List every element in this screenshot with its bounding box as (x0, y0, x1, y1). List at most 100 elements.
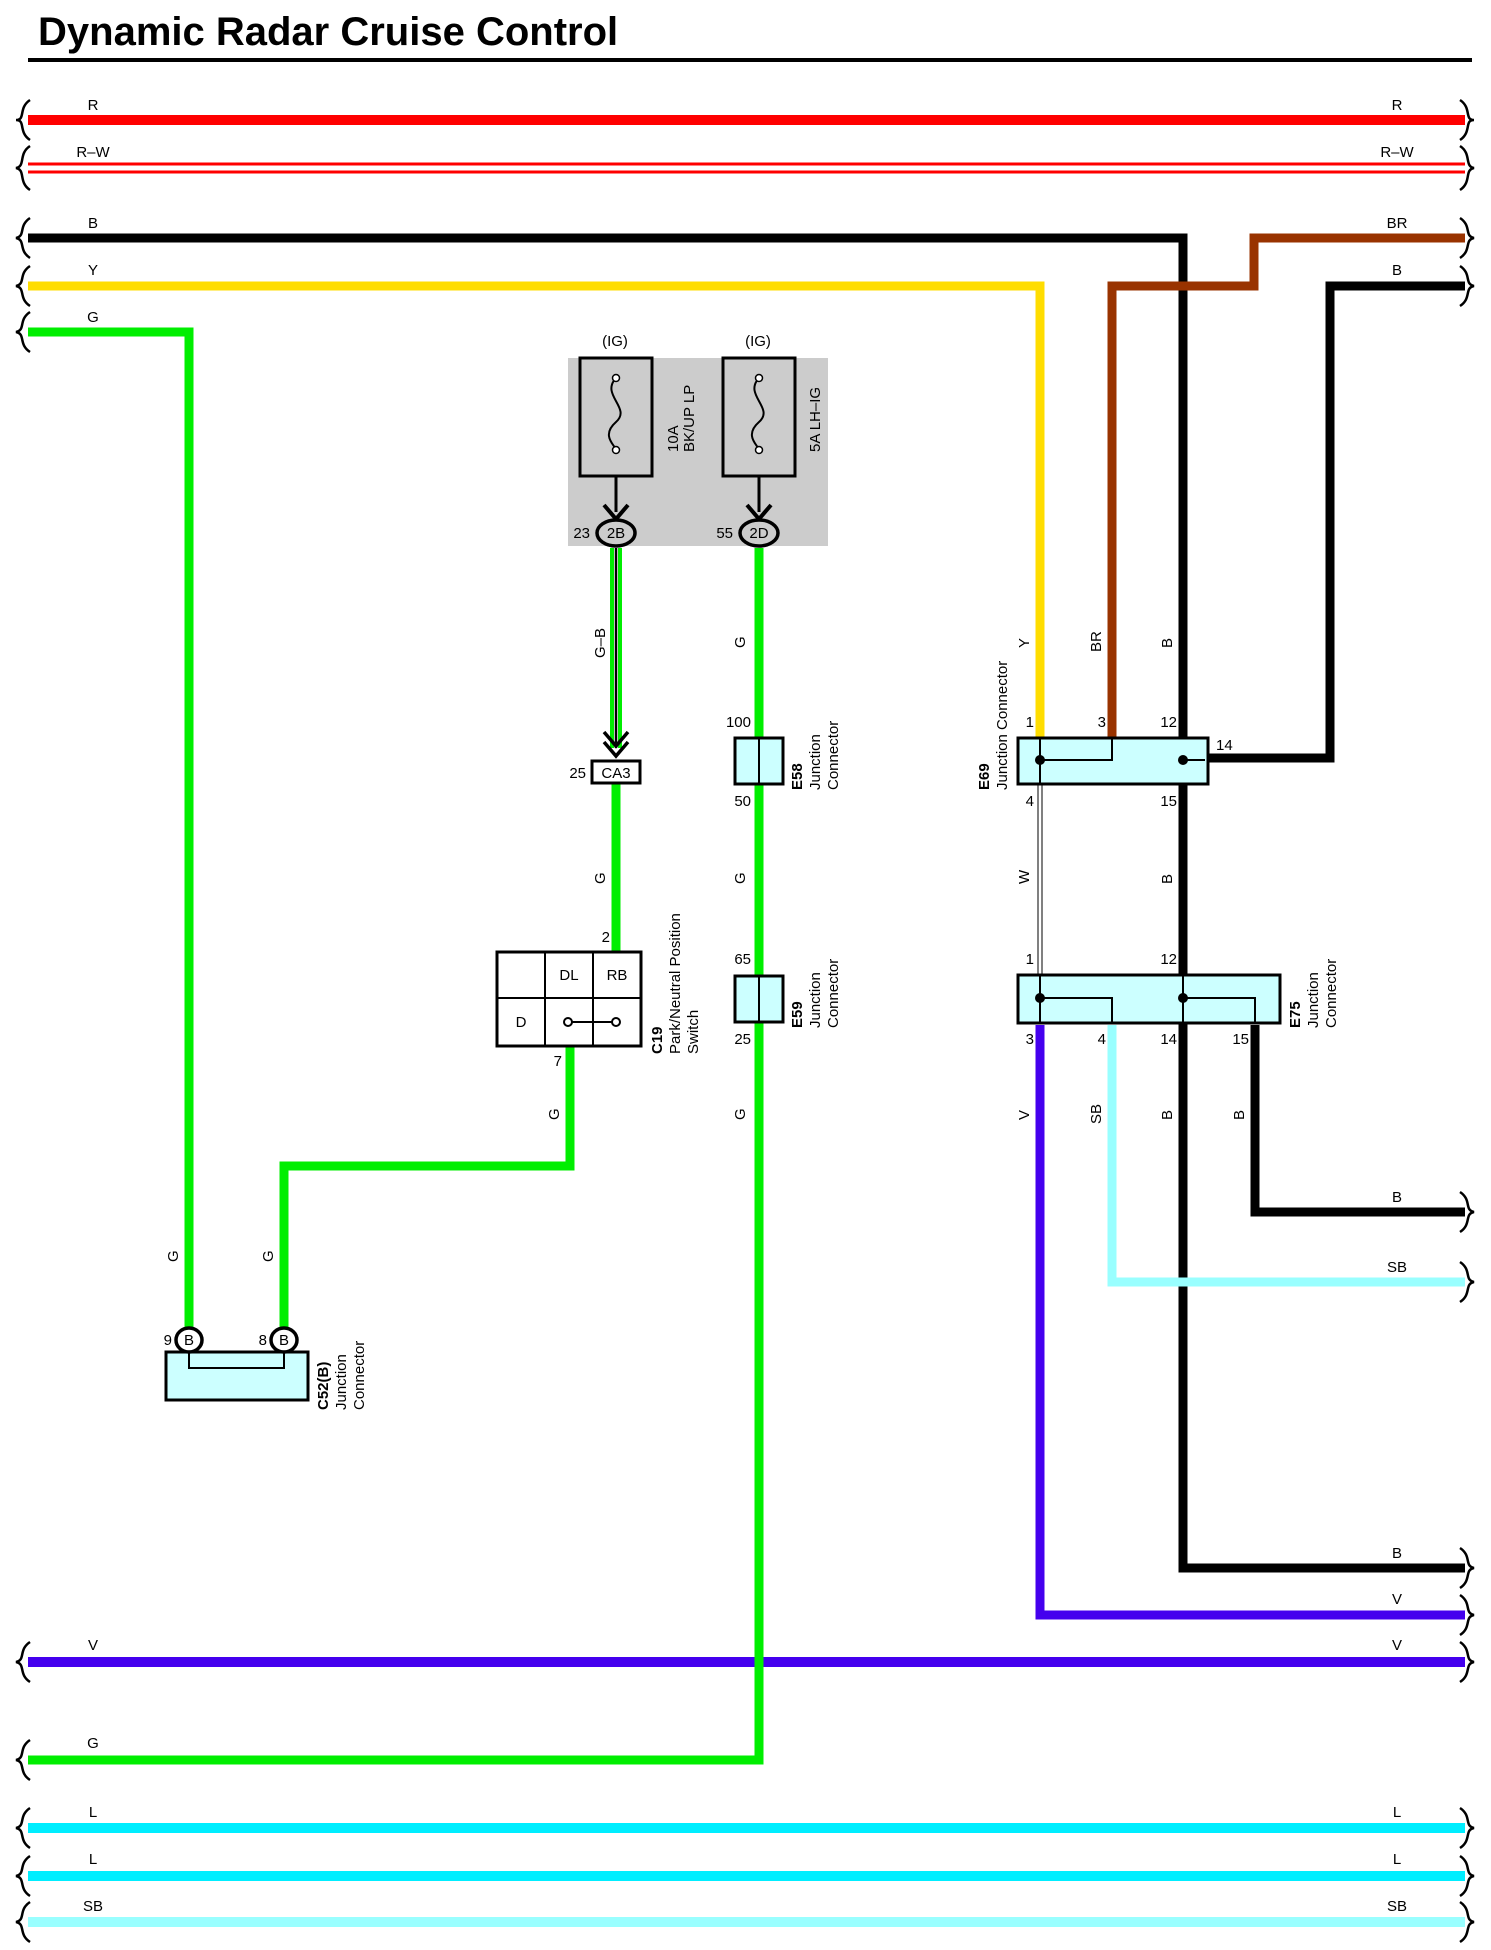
label-g-c52-9: G (165, 1250, 182, 1262)
c19-pin-2: 2 (602, 929, 610, 946)
connector-2b-label: 2B (607, 525, 625, 542)
e75-pin-12: 12 (1160, 951, 1177, 968)
c19-switch (495, 950, 643, 1048)
label-v-right-2: V (1392, 1637, 1402, 1654)
connector-ca3 (590, 759, 642, 785)
label-g-c19: G (546, 1108, 563, 1120)
wire-v-e75-3 (1035, 1025, 1465, 1620)
e75-pin-4: 4 (1098, 1031, 1106, 1048)
label-g-left-2: G (87, 1735, 99, 1752)
label-l-left-2: L (89, 1851, 97, 1868)
wire-sb-e75-4 (1107, 1025, 1465, 1287)
label-l-right-1: L (1393, 1804, 1401, 1821)
e69-pin-14: 14 (1216, 737, 1233, 754)
title-rule (28, 58, 1472, 62)
label-v-vert: V (1016, 1110, 1033, 1120)
label-g-lhig-1: G (732, 636, 749, 648)
c52-connector (164, 1350, 310, 1402)
c52-pin-9: 9 (164, 1332, 172, 1349)
e69-name: Junction Connector (994, 661, 1011, 790)
label-g-ca3: G (592, 872, 609, 884)
c52-pin-8-terminal (269, 1326, 299, 1354)
wire-y (28, 281, 1045, 738)
label-g-lhig-2: G (732, 872, 749, 884)
e75-pin-15: 15 (1232, 1031, 1249, 1048)
label-g-c52-8: G (260, 1250, 277, 1262)
label-b-vert-3: B (1159, 1110, 1176, 1120)
c19-pin-7: 7 (554, 1053, 562, 1070)
e75-pin-14: 14 (1160, 1031, 1177, 1048)
c19-cell-d: D (516, 1014, 527, 1031)
fuse-bkup (578, 356, 654, 478)
fuse-lhig-source: (IG) (745, 333, 771, 350)
label-g-left: G (87, 309, 99, 326)
fuse-bkup-name: BK/UP LP (681, 385, 698, 452)
label-sb-right: SB (1387, 1259, 1407, 1276)
label-b-right-2: B (1392, 262, 1402, 279)
wire-b-e75-15 (1250, 1025, 1465, 1217)
e69-pin-1: 1 (1026, 714, 1034, 731)
label-r-left: R (88, 97, 99, 114)
label-r-right: R (1392, 97, 1403, 114)
e58-name-1: Junction (807, 734, 824, 790)
label-rw-right: R–W (1380, 144, 1414, 161)
c52-name-2: Connector (351, 1341, 368, 1410)
e59-id: E59 (789, 1001, 806, 1028)
c52-name-1: Junction (333, 1354, 350, 1410)
e69-pin-12: 12 (1160, 714, 1177, 731)
connector-ca3-label: CA3 (601, 765, 630, 782)
label-b-vert-1: B (1159, 638, 1176, 648)
e69-pin-4: 4 (1026, 793, 1034, 810)
e75-name-1: Junction (1305, 972, 1322, 1028)
c52-pin-9-conn: B (184, 1332, 194, 1349)
label-sb-left: SB (83, 1898, 103, 1915)
c19-cell-dl: DL (559, 967, 578, 984)
c19-id: C19 (649, 1026, 666, 1054)
label-v-left: V (88, 1637, 98, 1654)
e75-name-2: Connector (1323, 959, 1340, 1028)
e69-pin-3: 3 (1098, 714, 1106, 731)
e59-pin-65: 65 (734, 951, 751, 968)
fuse-bkup-element-icon (607, 377, 622, 451)
page-title: Dynamic Radar Cruise Control (38, 10, 619, 54)
c19-name-2: Switch (685, 1010, 702, 1054)
e58-id: E58 (789, 763, 806, 790)
label-gb: G–B (592, 628, 609, 658)
e58-name-2: Connector (825, 721, 842, 790)
e59-name-2: Connector (825, 959, 842, 1028)
label-b-vert-2: B (1159, 874, 1176, 884)
e75-pin-1: 1 (1026, 951, 1034, 968)
c52-pin-8: 8 (259, 1332, 267, 1349)
e58-pin-50: 50 (734, 793, 751, 810)
label-l-right-2: L (1393, 1851, 1401, 1868)
wire-br (1107, 233, 1465, 738)
e58-pin-100: 100 (726, 714, 751, 731)
label-br-vert: BR (1088, 631, 1105, 652)
connector-2d-label: 2D (749, 525, 768, 542)
fuse-bkup-source: (IG) (602, 333, 628, 350)
wire-b-main (28, 233, 1465, 1573)
connector-2d (738, 518, 780, 548)
fuse-bkup-rating: 10A (665, 425, 682, 452)
wire-g-c19-c52 (279, 1046, 575, 1332)
e75-pin-3: 3 (1026, 1031, 1034, 1048)
c19-name-1: Park/Neutral Position (667, 913, 684, 1054)
wire-g-c52-9 (28, 327, 194, 1332)
break-marks (15, 98, 1475, 1944)
label-sb-right-2: SB (1387, 1898, 1407, 1915)
label-w-vert: W (1016, 869, 1033, 884)
e59-pin-25: 25 (734, 1031, 751, 1048)
label-y-vert: Y (1016, 638, 1033, 648)
wire-b-e69-14 (1205, 281, 1465, 763)
wire-g-lhig (28, 548, 764, 1765)
e69-id: E69 (976, 763, 993, 790)
label-v-right-1: V (1392, 1591, 1402, 1608)
fuse-lhig-element-icon (750, 377, 765, 451)
e69-pin-15: 15 (1160, 793, 1177, 810)
e75-id: E75 (1287, 1001, 1304, 1028)
label-b-right-4: B (1392, 1545, 1402, 1562)
connector-2b-pin: 23 (573, 525, 590, 542)
label-y-left: Y (88, 262, 98, 279)
connector-2b (595, 518, 637, 548)
